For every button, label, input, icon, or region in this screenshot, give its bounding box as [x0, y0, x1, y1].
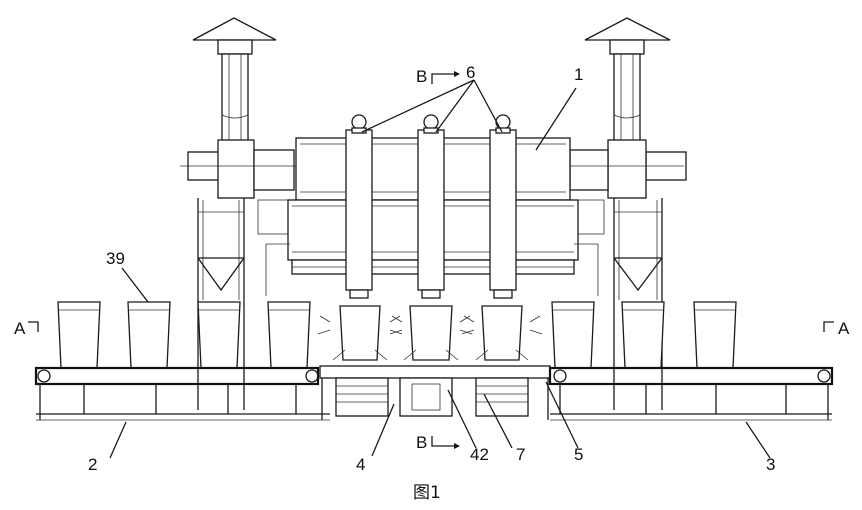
burner-column-2: [417, 114, 445, 299]
section-label-a-left: A: [14, 319, 26, 338]
section-label-a-right: A: [838, 319, 850, 338]
label-2: 2: [88, 455, 97, 474]
label-5: 5: [574, 445, 583, 464]
label-39: 39: [106, 249, 125, 268]
buckets: [57, 301, 737, 369]
label-4: 4: [356, 455, 365, 474]
section-label-b-bottom: B: [416, 433, 427, 452]
right-filter-housing: [564, 139, 687, 410]
left-chimney: [192, 17, 277, 155]
label-7: 7: [516, 445, 525, 464]
label-42: 42: [470, 445, 489, 464]
section-marks: [28, 71, 834, 449]
label-1: 1: [574, 65, 583, 84]
burner-column-3: [489, 114, 517, 299]
left-filter-housing: [180, 139, 300, 410]
center-molds: [317, 305, 543, 361]
burner-column-1: [345, 114, 373, 299]
right-chimney: [584, 17, 671, 155]
figure-caption: 图1: [413, 483, 441, 503]
section-label-b-top: B: [416, 67, 427, 86]
leader-lines: [109, 79, 771, 459]
label-3: 3: [766, 455, 775, 474]
right-conveyor: [548, 366, 834, 421]
left-conveyor: [34, 366, 330, 421]
label-6: 6: [466, 63, 475, 82]
center-mechanism: [319, 365, 551, 420]
